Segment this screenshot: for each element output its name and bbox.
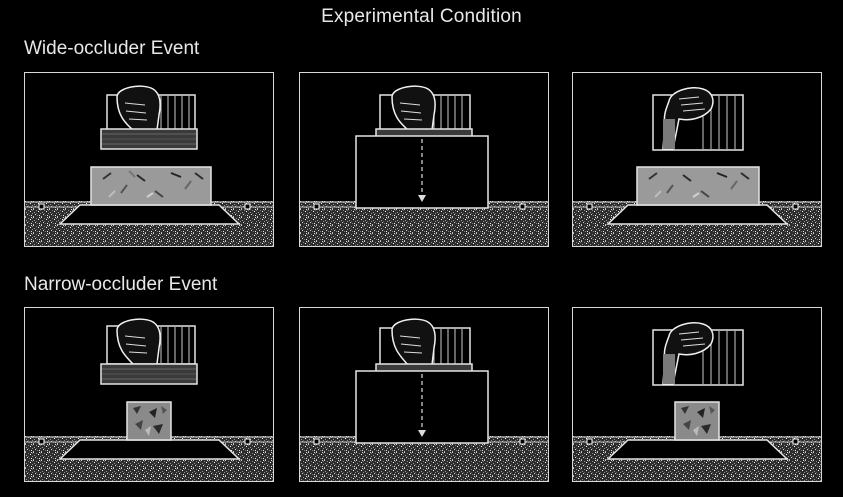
row-label-narrow: Narrow-occluder Event: [24, 274, 218, 295]
wide-box: [636, 166, 760, 206]
panel-narrow-step3: [572, 307, 822, 482]
hand-screen: [100, 85, 198, 150]
panel-wide-step3: [572, 72, 822, 247]
narrow-box: [674, 401, 720, 441]
hand-screen: [375, 318, 473, 373]
panel-narrow-step2: [299, 307, 549, 482]
narrow-box: [126, 401, 172, 441]
hand-lifting-screen: [652, 322, 744, 386]
panel-wide-step2: [299, 72, 549, 247]
hand-screen: [375, 85, 473, 138]
hand-screen: [100, 318, 198, 385]
panel-wide-step1: [24, 72, 274, 247]
platform: [58, 204, 241, 225]
panel-narrow-step1: [24, 307, 274, 482]
row-label-wide: Wide-occluder Event: [24, 38, 200, 59]
figure-title: Experimental Condition: [321, 6, 522, 27]
wide-box: [90, 166, 212, 206]
arrow-head: [418, 195, 426, 202]
track-marker: [38, 203, 45, 210]
hand-lifting-screen: [652, 87, 744, 151]
